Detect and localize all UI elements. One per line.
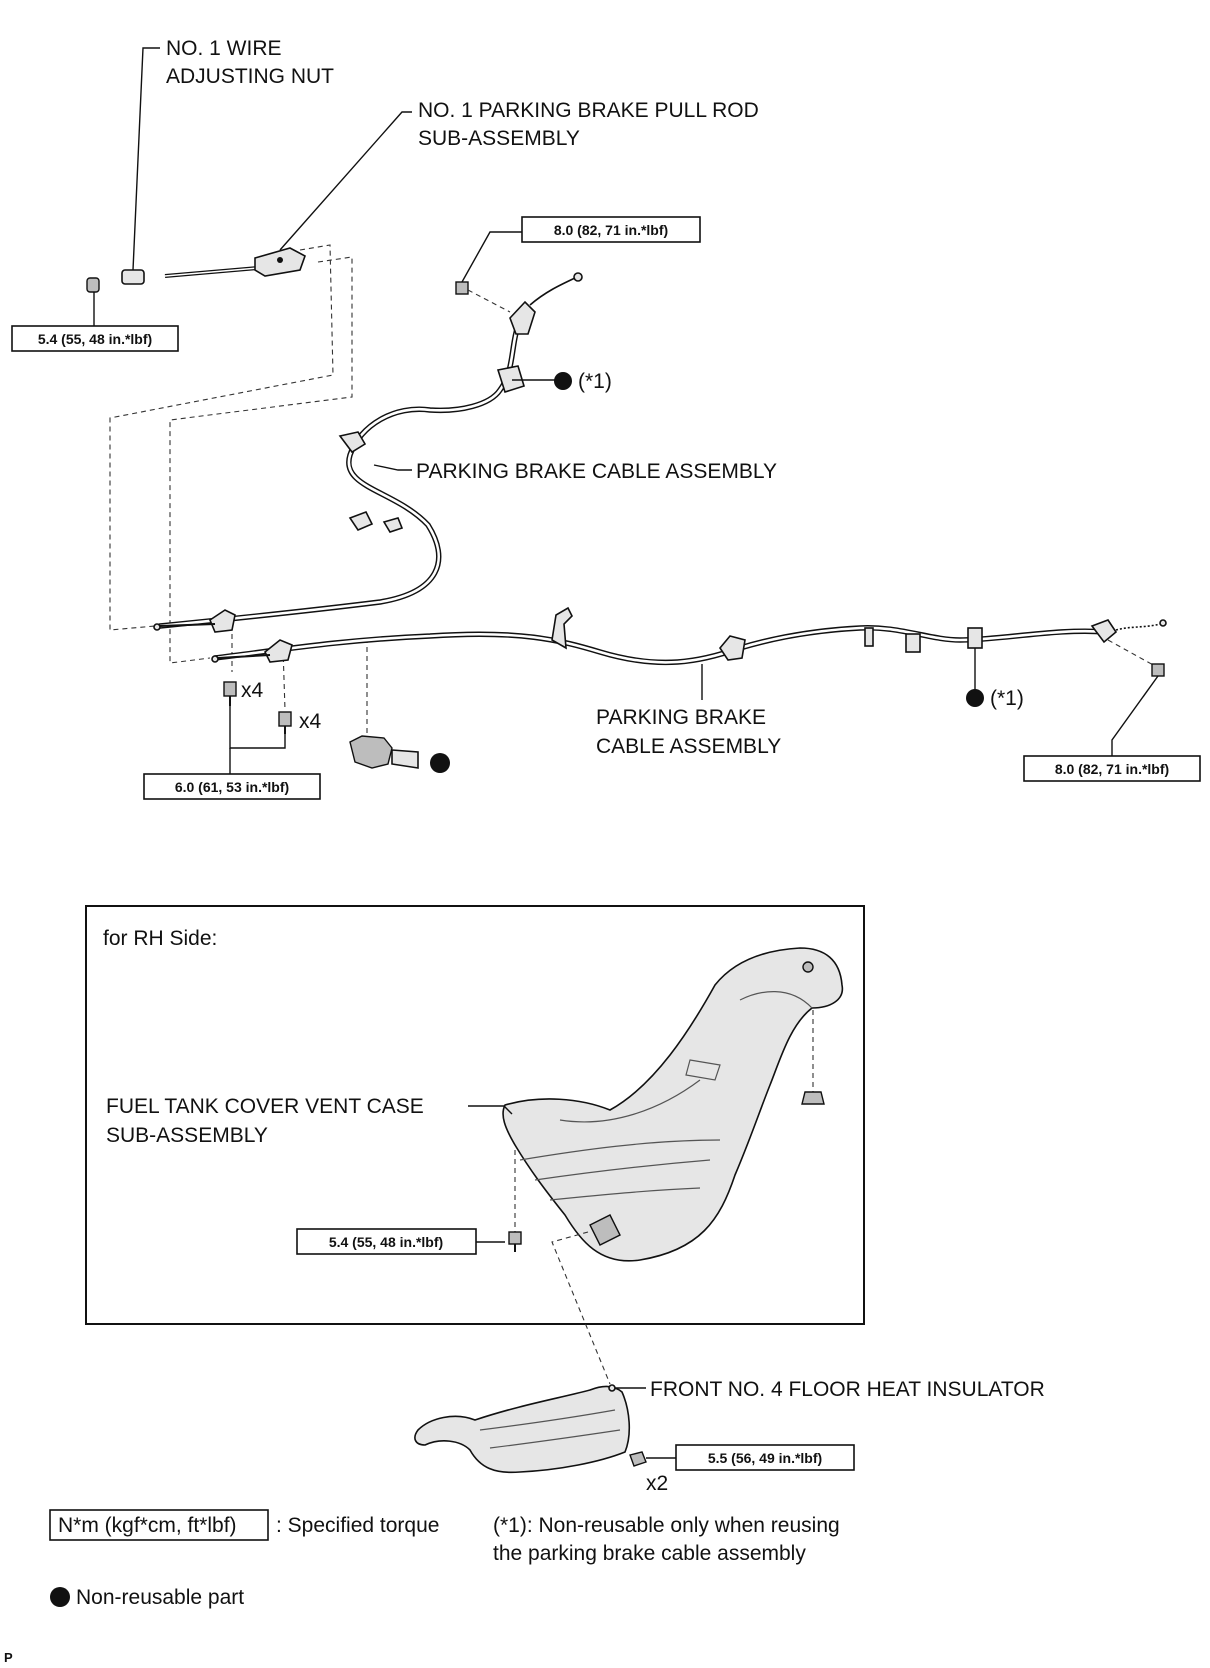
rh-side-title: for RH Side: xyxy=(103,927,217,950)
right-bolt-torque-box: 8.0 (82, 71 in.*lbf) xyxy=(1023,755,1201,782)
lower-bolts-torque: 6.0 (61, 53 in.*lbf) xyxy=(175,779,289,795)
cable-upper-label: PARKING BRAKE CABLE ASSEMBLY xyxy=(373,460,777,483)
qty-bolts-a: x4 xyxy=(241,679,264,702)
vent-case-label-line1: FUEL TANK COVER VENT CASE xyxy=(106,1095,424,1118)
fuel-tank-cover-vent-case xyxy=(502,947,844,1262)
right-bolt-torque: 8.0 (82, 71 in.*lbf) xyxy=(1055,761,1169,777)
wire-nut-label-line2: ADJUSTING NUT xyxy=(166,65,334,88)
bolts-x4: x4 x4 xyxy=(223,679,322,774)
qty-insulator: x2 xyxy=(646,1472,668,1495)
vent-case-label-line2: SUB-ASSEMBLY xyxy=(106,1124,268,1147)
non-reusable-dot-icon xyxy=(50,1587,70,1607)
adjusting-nut-torque-box: 5.4 (55, 48 in.*lbf) xyxy=(11,325,179,352)
upper-bolt-torque-box: 8.0 (82, 71 in.*lbf) xyxy=(521,216,701,243)
cable-lower-label-line2: CABLE ASSEMBLY xyxy=(596,735,781,758)
parking-brake-cable-lower: (*1) xyxy=(211,606,1167,756)
legend-torque-unit: N*m (kgf*cm, ft*lbf) xyxy=(58,1514,237,1537)
lower-bolts-torque-box: 6.0 (61, 53 in.*lbf) xyxy=(143,773,321,800)
heat-insulator-label: FRONT NO. 4 FLOOR HEAT INSULATOR xyxy=(650,1378,1045,1401)
insulator-alignment-line xyxy=(551,1231,611,1385)
wire-nut-label-line1: NO. 1 WIRE xyxy=(166,37,282,60)
note-ref-lower: (*1) xyxy=(990,687,1024,710)
non-reusable-marker-upper: (*1) xyxy=(512,370,612,393)
qty-bolts-b: x4 xyxy=(299,710,322,733)
pull-rod-label-line1: NO. 1 PARKING BRAKE PULL ROD xyxy=(418,99,759,122)
adjusting-nut-torque: 5.4 (55, 48 in.*lbf) xyxy=(38,331,152,347)
legend-torque-desc: : Specified torque xyxy=(276,1514,439,1537)
legend: N*m (kgf*cm, ft*lbf) : Specified torque … xyxy=(49,1509,840,1609)
alignment-lines-left xyxy=(109,244,368,735)
svg-text:PARKING BRAKE CABLE ASSEMBLY: PARKING BRAKE CABLE ASSEMBLY xyxy=(416,460,777,483)
heat-insulator-torque: 5.5 (56, 49 in.*lbf) xyxy=(708,1450,822,1466)
page-mark: P xyxy=(4,1650,13,1665)
pull-rod-label-line2: SUB-ASSEMBLY xyxy=(418,127,580,150)
cable-grommet xyxy=(349,735,450,773)
note-ref-upper: (*1) xyxy=(578,370,612,393)
legend-non-reusable: Non-reusable part xyxy=(76,1586,244,1609)
vent-case-torque: 5.4 (55, 48 in.*lbf) xyxy=(329,1234,443,1250)
upper-bolt-torque: 8.0 (82, 71 in.*lbf) xyxy=(554,222,668,238)
cable-lower-label: PARKING BRAKE CABLE ASSEMBLY xyxy=(596,664,781,758)
rh-side-inset: for RH Side: FUEL TANK COVER VENT CASE S… xyxy=(85,905,865,1325)
parking-brake-pull-rod: NO. 1 PARKING BRAKE PULL ROD SUB-ASSEMBL… xyxy=(164,99,759,278)
no1-wire-adjusting-nut: NO. 1 WIRE ADJUSTING NUT xyxy=(121,37,334,285)
wire-adjusting-nut xyxy=(86,277,100,326)
legend-note-line1: (*1): Non-reusable only when reusing xyxy=(493,1514,840,1537)
parking-brake-cable-upper xyxy=(153,231,583,633)
legend-note-line2: the parking brake cable assembly xyxy=(493,1542,806,1565)
cable-lower-label-line1: PARKING BRAKE xyxy=(596,706,766,729)
front-no4-floor-heat-insulator: FRONT NO. 4 FLOOR HEAT INSULATOR x2 5.5 … xyxy=(414,1378,1045,1495)
